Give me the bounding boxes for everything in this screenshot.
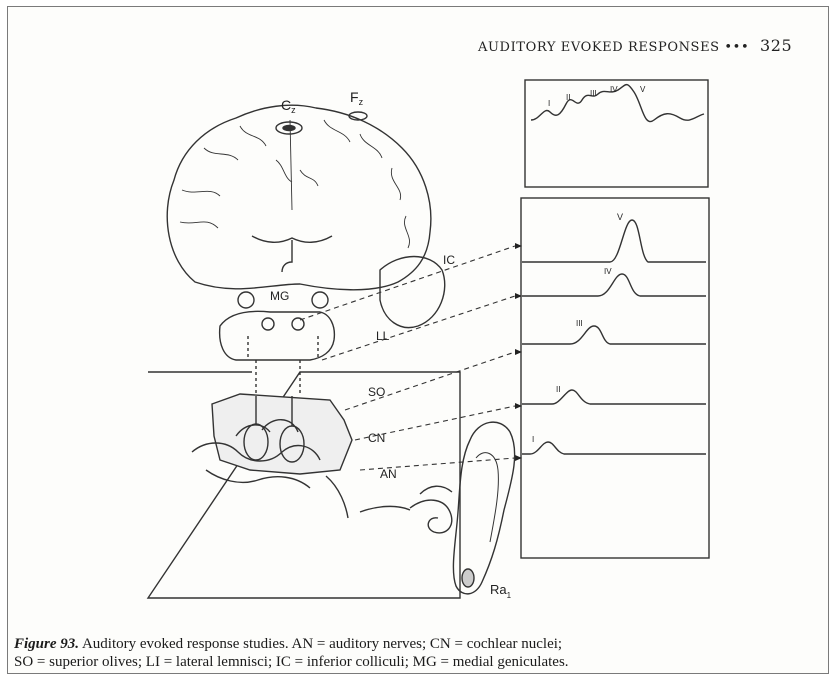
cn-label: CN <box>368 431 385 445</box>
trace-label-ii: II <box>556 385 560 394</box>
composite-peak-4: IV <box>610 85 618 94</box>
composite-peak-3: III <box>590 89 597 98</box>
an-label: AN <box>380 467 397 481</box>
ll-label: LL <box>376 329 390 343</box>
temporal-lobe <box>380 257 445 328</box>
trace-label-iv: IV <box>604 267 612 276</box>
outer-ear <box>453 422 514 594</box>
ic-label: IC <box>443 253 455 267</box>
composite-waveform-panel <box>525 80 708 187</box>
trace-label-v: V <box>617 212 623 222</box>
figure-number: Figure 93. <box>14 636 79 652</box>
trace-wave-iv <box>522 274 706 296</box>
composite-peak-5: V <box>640 85 646 94</box>
brainstem-column <box>248 336 318 396</box>
trace-label-iii: III <box>576 319 583 328</box>
figure-caption: Figure 93. Auditory evoked response stud… <box>14 635 830 671</box>
auditory-nerve <box>326 476 410 518</box>
trace-wave-iii <box>522 326 706 344</box>
mastoid-electrode <box>462 569 474 587</box>
composite-peak-2: II <box>566 93 570 102</box>
brainstem-upper <box>220 311 335 360</box>
fz-label: Fz <box>350 89 364 107</box>
brain-folds <box>180 120 410 248</box>
ra-label: Ra1 <box>490 582 512 600</box>
running-header-dots: ••• <box>724 40 749 55</box>
so-label: SO <box>368 385 385 399</box>
cz-label: Cz <box>281 97 296 115</box>
cochlea <box>410 486 452 533</box>
trace-wave-v <box>522 220 706 262</box>
mg-label: MG <box>270 289 289 303</box>
running-header-title: AUDITORY EVOKED RESPONSES <box>478 40 720 55</box>
component-waveform-panel <box>521 198 709 558</box>
caption-line-1: Auditory evoked response studies. AN = a… <box>79 636 562 652</box>
trace-wave-ii <box>522 390 706 404</box>
caption-line-2: SO = superior olives; LI = lateral lemni… <box>14 654 569 670</box>
composite-peak-1: I <box>548 99 550 108</box>
page-number: 325 <box>760 36 792 55</box>
trace-wave-i <box>522 442 706 454</box>
brain-ventricle <box>252 236 332 272</box>
trace-label-i: I <box>532 435 534 444</box>
running-header: AUDITORY EVOKED RESPONSES ••• 325 <box>478 36 792 55</box>
